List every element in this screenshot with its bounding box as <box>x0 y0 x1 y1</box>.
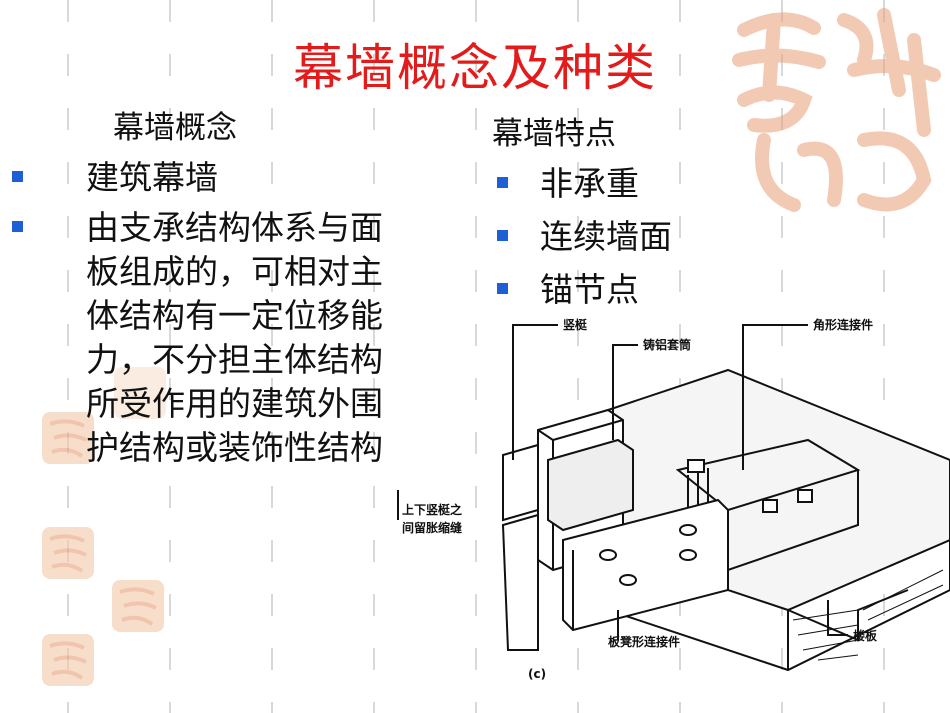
mullion-label: 竖梃 <box>563 317 587 332</box>
anchor-node-diagram: 竖梃 铸铝套筒 角形连接件 上下竖梃之 间留胀缩缝 板凳形连接件 楼板 (c) <box>397 317 950 681</box>
square-bullet-icon <box>12 221 23 232</box>
seal-stamp-icon <box>732 8 941 212</box>
concept-heading: 幕墙概念 <box>113 110 237 146</box>
list-item: 锚节点 <box>497 268 672 312</box>
features-list: 非承重 连续墙面 锚节点 <box>497 162 672 321</box>
features-heading: 幕墙特点 <box>492 116 616 152</box>
angle-connector-label: 角形连接件 <box>813 317 873 332</box>
gap-label-line1: 上下竖梃之 <box>402 502 462 517</box>
seal-stamp-icon <box>42 412 94 464</box>
concept-list: 建筑幕墙 由支承结构体系与面板组成的，可相对主体结构有一定位移能力，不分担主体结… <box>12 156 386 476</box>
list-item-text: 锚节点 <box>540 270 639 309</box>
seal-stamp-icon <box>112 580 164 632</box>
list-item: 连续墙面 <box>497 215 672 259</box>
square-bullet-icon <box>497 230 508 241</box>
seal-stamp-icon <box>42 527 94 579</box>
list-item-text: 连续墙面 <box>540 217 672 256</box>
list-item: 建筑幕墙 <box>12 156 386 200</box>
list-item-text: 建筑幕墙 <box>86 158 218 197</box>
list-item: 由支承结构体系与面板组成的，可相对主体结构有一定位移能力，不分担主体结构所受作用… <box>12 206 386 470</box>
plate-connector-shape <box>562 498 729 632</box>
sleeve-label: 铸铝套筒 <box>643 337 691 352</box>
plate-connector-label: 板凳形连接件 <box>608 634 680 649</box>
seal-stamp-icon <box>42 634 94 686</box>
square-bullet-icon <box>12 171 23 182</box>
list-item: 非承重 <box>497 162 672 206</box>
gap-label-line2: 间留胀缩缝 <box>402 520 462 535</box>
diagram-caption: (c) <box>528 667 546 681</box>
list-item-text: 非承重 <box>540 164 639 203</box>
list-item-text: 由支承结构体系与面板组成的，可相对主体结构有一定位移能力，不分担主体结构所受作用… <box>86 208 383 467</box>
square-bullet-icon <box>497 283 508 294</box>
seal-stamp-icon <box>114 367 166 419</box>
floor-slab-label: 楼板 <box>853 628 878 643</box>
square-bullet-icon <box>497 177 508 188</box>
slide-title: 幕墙概念及种类 <box>293 39 657 97</box>
